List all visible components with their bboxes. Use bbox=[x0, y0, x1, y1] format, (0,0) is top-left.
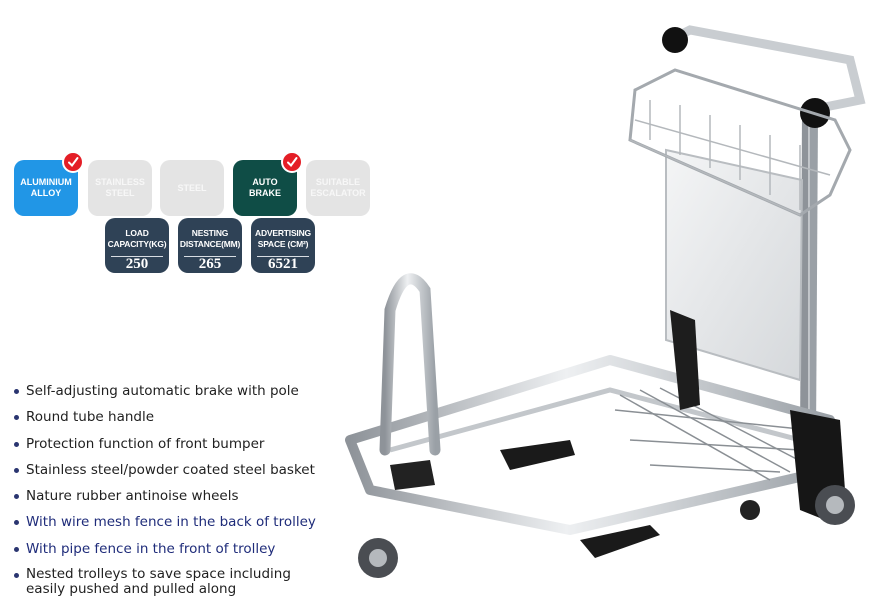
bullet-icon bbox=[14, 494, 19, 500]
feature-item: Round tube handle bbox=[12, 409, 342, 425]
brake-housing bbox=[670, 310, 700, 410]
feature-text: With wire mesh fence in the back of trol… bbox=[26, 514, 316, 531]
luggage-trolley-image bbox=[345, 25, 866, 578]
bullet-icon bbox=[14, 546, 19, 552]
badge-label: SUITABLE bbox=[315, 177, 361, 187]
rear-post-right bbox=[800, 114, 818, 441]
spec-divider bbox=[257, 256, 309, 257]
feature-text: With pipe fence in the front of trolley bbox=[26, 540, 276, 557]
spec-label: LOAD bbox=[125, 228, 149, 238]
feature-text: Nested trolleys to save space including bbox=[26, 566, 291, 583]
rear-wheel-inner bbox=[740, 500, 760, 520]
bullet-icon bbox=[14, 415, 19, 421]
material-badge-steel: STEEL bbox=[160, 160, 224, 216]
badge-label: AUTO bbox=[252, 177, 278, 187]
badge-label: ALLOY bbox=[30, 188, 62, 198]
spec-label: DISTANCE(MM) bbox=[179, 239, 241, 249]
badge-label: ESCALATOR bbox=[310, 188, 366, 198]
feature-text: Self-adjusting automatic brake with pole bbox=[26, 383, 299, 399]
brake-pedal bbox=[580, 525, 660, 558]
handle-cap-left bbox=[662, 27, 688, 53]
feature-text: Nature rubber antinoise wheels bbox=[26, 488, 239, 505]
feature-item: Self-adjusting automatic brake with pole bbox=[12, 383, 342, 399]
spec-value: 250 bbox=[125, 256, 149, 272]
spec-label: SPACE (cm²) bbox=[257, 239, 309, 249]
spec-value: 265 bbox=[198, 256, 222, 272]
spec-divider bbox=[184, 256, 236, 257]
wheel-hub bbox=[826, 496, 844, 514]
spec-value: 6521 bbox=[268, 256, 298, 272]
badge-label: ALUMINIUM bbox=[20, 177, 72, 187]
feature-text: easily pushed and pulled along bbox=[26, 581, 237, 598]
spec-label: CAPACITY(KG) bbox=[107, 239, 167, 249]
spec-divider bbox=[111, 256, 163, 257]
badge-label: BRAKE bbox=[248, 188, 281, 198]
badge-label: STAINLESS bbox=[95, 177, 145, 187]
check-mark-icon bbox=[281, 151, 303, 173]
check-mark-icon bbox=[62, 151, 84, 173]
bullet-icon bbox=[14, 467, 19, 473]
brake-pedal bbox=[500, 440, 575, 470]
feature-item: With pipe fence in the front of trolley bbox=[12, 541, 342, 557]
advertising-panel bbox=[665, 148, 804, 382]
feature-item: With wire mesh fence in the back of trol… bbox=[12, 514, 342, 530]
badge-label: STEEL bbox=[177, 182, 207, 193]
front-pipe-fence bbox=[379, 273, 441, 456]
bullet-icon bbox=[14, 520, 19, 526]
feature-text: Protection function of front bumper bbox=[26, 435, 265, 452]
feature-item: Protection function of front bumper bbox=[12, 436, 342, 452]
front-bumper bbox=[390, 460, 435, 490]
badge-label: STEEL bbox=[105, 188, 135, 198]
feature-text: Round tube handle bbox=[26, 409, 155, 426]
feature-text: Stainless steel/powder coated steel bask… bbox=[26, 461, 315, 478]
bullet-icon bbox=[14, 573, 19, 579]
base-rail bbox=[389, 387, 801, 453]
feature-list: Self-adjusting automatic brake with pole… bbox=[12, 383, 342, 607]
basket-wires bbox=[629, 100, 831, 216]
bullet-icon bbox=[14, 389, 19, 394]
feature-item: Stainless steel/powder coated steel bask… bbox=[12, 462, 342, 478]
feature-item: Nature rubber antinoise wheels bbox=[12, 488, 342, 504]
spec-label: ADVERTISING bbox=[255, 228, 311, 238]
wheel-hub bbox=[369, 549, 387, 567]
bullet-icon bbox=[14, 441, 19, 447]
spec-label: NESTING bbox=[191, 228, 229, 238]
